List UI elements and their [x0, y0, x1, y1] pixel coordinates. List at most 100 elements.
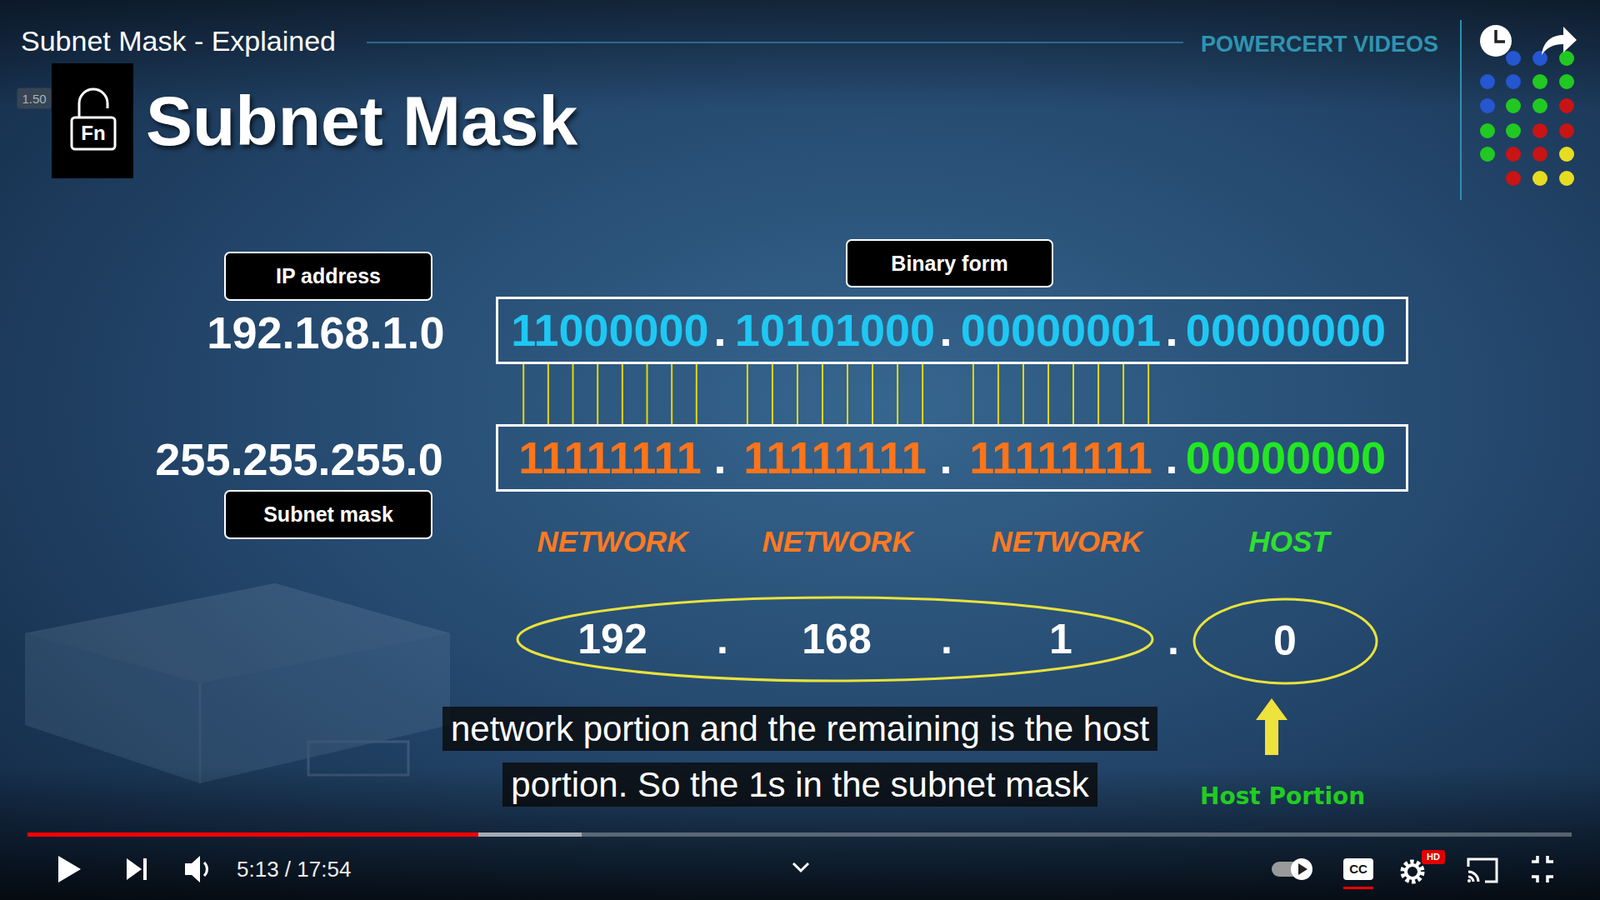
logo-dot	[1532, 146, 1548, 162]
portion-tag: NETWORK	[762, 525, 914, 559]
box-text: 11111111	[969, 435, 1152, 480]
cc-button: CC	[1343, 858, 1374, 880]
bit-link	[896, 364, 899, 425]
bit-link	[746, 364, 749, 425]
bit-link	[1072, 364, 1075, 425]
tag-box: Subnet mask	[224, 490, 433, 540]
bit-link	[846, 364, 849, 425]
hd-badge: HD	[1421, 850, 1445, 865]
logo-dot	[1505, 123, 1521, 139]
box-text: Subnet mask	[263, 502, 394, 527]
bit-link	[547, 364, 550, 425]
logo-dot	[1505, 74, 1521, 90]
logo-dot	[1480, 98, 1495, 114]
bit-link	[596, 364, 599, 425]
player-controls-part	[185, 855, 200, 883]
box-text: CC	[1349, 861, 1368, 876]
player-controls-part	[1405, 865, 1420, 879]
box-text: 11111111	[518, 435, 701, 480]
logo-dot	[1505, 98, 1521, 114]
player-controls-part	[1467, 879, 1471, 883]
caption-text: network portion and the remaining is the…	[442, 706, 1158, 807]
logo-dot	[1532, 123, 1548, 139]
logo-dots	[1480, 50, 1575, 186]
bit-link	[821, 364, 824, 425]
lock-icon-box: Fn	[51, 63, 134, 179]
network-ellipse: 192.168.1	[515, 595, 1155, 684]
logo-dot	[1480, 123, 1495, 139]
box-text: Fn	[80, 123, 105, 144]
box-text: .	[713, 435, 726, 480]
watch-later-icon	[1480, 25, 1512, 57]
speed-badge: 1.50	[16, 88, 51, 110]
pointer-arrow-part	[1255, 698, 1288, 755]
watch-later-icon-part	[1480, 25, 1512, 57]
player-controls-part	[126, 858, 142, 880]
bit-link	[871, 364, 874, 425]
progress-bar-part	[27, 832, 479, 837]
lock-symbol	[51, 63, 134, 179]
player-controls-part	[1468, 871, 1479, 882]
logo-dot	[1505, 170, 1521, 186]
box-text: 0	[1273, 620, 1297, 662]
logo-dot	[1532, 74, 1548, 90]
logo-dot	[1532, 50, 1548, 66]
logo-dot	[1532, 170, 1548, 186]
player-controls-part	[1403, 862, 1422, 881]
portion-tag: HOST	[1248, 525, 1330, 559]
bit-link	[771, 364, 774, 425]
bit-link	[796, 364, 799, 425]
logo-dot	[1505, 50, 1521, 66]
bit-link	[645, 364, 648, 425]
host-ellipse: 0	[1191, 596, 1380, 686]
box-text: 00000000	[1185, 307, 1386, 353]
logo-dot	[1532, 98, 1548, 114]
bit-link	[572, 364, 575, 425]
bit-link	[522, 364, 525, 425]
box-text: 10101000	[735, 307, 935, 353]
tag-box: Binary form	[845, 239, 1054, 288]
box-text: .	[939, 435, 952, 480]
bit-link	[1147, 364, 1150, 425]
box-text: IP address	[275, 264, 381, 289]
bit-link	[997, 364, 1000, 425]
box-text: 168	[801, 618, 871, 660]
box-text: Binary form	[890, 251, 1008, 276]
caption-box: network portion and the remaining is the…	[400, 705, 1200, 817]
box-text: 1	[1049, 618, 1073, 660]
box-text: .	[940, 618, 953, 660]
logo-dot	[1559, 146, 1575, 162]
video-title: Subnet Mask - Explained	[20, 25, 336, 58]
watch-later-icon-part	[1495, 30, 1505, 42]
bit-link	[921, 364, 924, 425]
router-picture	[25, 583, 450, 784]
box-text: .	[939, 307, 952, 353]
box-text: .	[1165, 307, 1178, 353]
progress-bar-part	[27, 832, 582, 837]
box-text: 00000000	[1185, 435, 1386, 480]
box-text: HD	[1426, 851, 1440, 863]
player-controls-part	[793, 863, 809, 871]
router-picture-part	[25, 583, 450, 684]
logo-dot	[1505, 146, 1521, 162]
bit-link	[1022, 364, 1025, 425]
pointer-arrow	[1255, 698, 1288, 755]
player-controls	[58, 855, 1554, 890]
player-controls-part	[1531, 855, 1554, 883]
bit-link	[1047, 364, 1050, 425]
slide-heading: Subnet Mask	[145, 80, 578, 162]
box-text: .	[713, 307, 726, 353]
player-controls-part	[1298, 863, 1308, 875]
bit-link	[621, 364, 624, 425]
lock-symbol	[79, 89, 108, 118]
logo-dot	[1559, 98, 1575, 114]
bit-link	[1122, 364, 1125, 425]
logo-dot	[1559, 170, 1575, 186]
box-text: 11000000	[510, 307, 709, 353]
player-controls-part	[58, 855, 81, 883]
logo-dot	[1559, 50, 1575, 66]
box-text: .	[1165, 435, 1178, 480]
